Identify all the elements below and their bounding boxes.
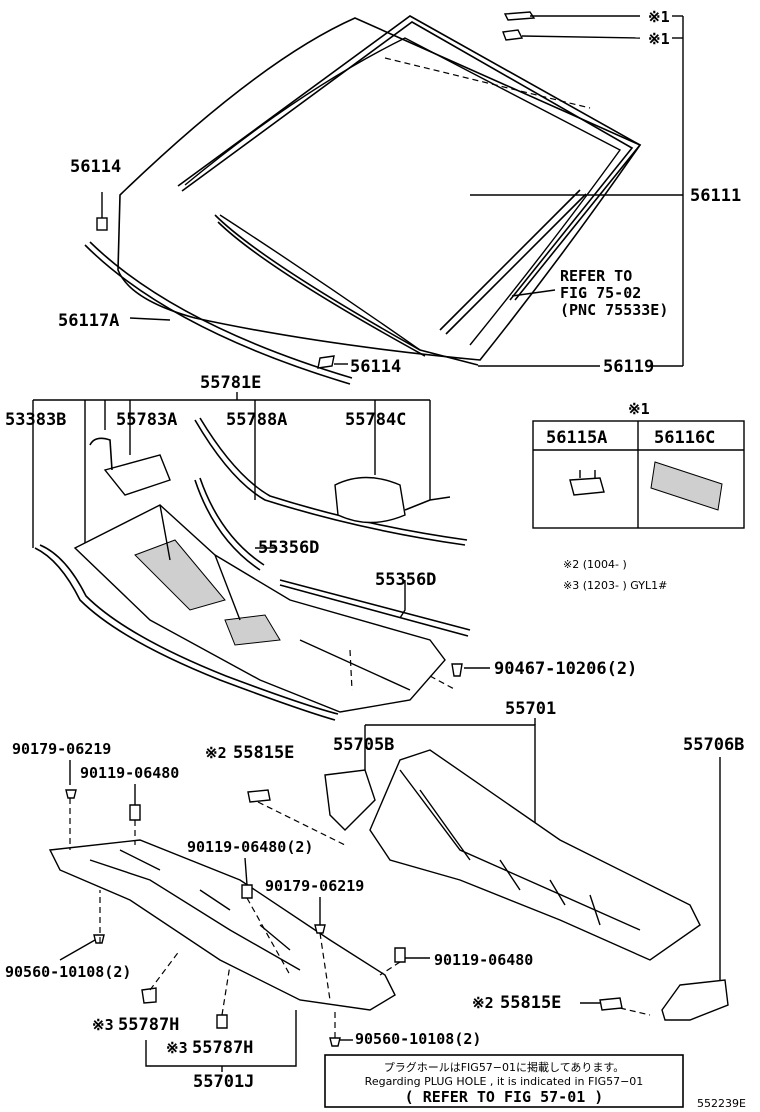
lower-leaders <box>59 760 651 1072</box>
note3-55787H-a: ※3 <box>92 1016 114 1034</box>
label-55705B: 55705B <box>333 735 394 755</box>
note-mark-top-b: ※1 <box>648 30 670 48</box>
label-55784C: 55784C <box>345 410 406 430</box>
label-56111: 56111 <box>690 186 741 206</box>
table-note-mark: ※1 <box>628 400 650 418</box>
label-55783A: 55783A <box>116 410 177 430</box>
label-55787H-b: 55787H <box>192 1038 253 1058</box>
label-55788A: 55788A <box>226 410 287 430</box>
note2-55815E-a: ※2 <box>205 744 227 762</box>
label-90119-b: 90119-06480(2) <box>187 838 313 856</box>
label-53383B: 53383B <box>5 410 66 430</box>
label-55356D-a: 55356D <box>258 538 319 558</box>
label-55701: 55701 <box>505 699 556 719</box>
label-56119: 56119 <box>603 357 654 377</box>
label-55787H-a: 55787H <box>118 1015 179 1035</box>
refer-line-2: FIG 75-02 <box>560 284 641 302</box>
plug-hole-note: プラグホールはFIG57−01に掲載してあります。 Regarding PLUG… <box>324 1054 684 1108</box>
table-col-56115A: 56115A <box>546 428 607 448</box>
label-90179-a: 90179-06219 <box>12 740 111 758</box>
label-55356D-b: 55356D <box>375 570 436 590</box>
cowl-lower-panels <box>48 749 729 1047</box>
label-90560-a: 90560-10108(2) <box>5 963 131 981</box>
label-56117A: 56117A <box>58 311 119 331</box>
label-55815E-b: 55815E <box>500 993 561 1013</box>
label-56114-b: 56114 <box>350 357 401 377</box>
label-55706B: 55706B <box>683 735 744 755</box>
footnote-3: ※3 (1203- ) GYL1# <box>563 579 667 592</box>
note2-55815E-b: ※2 <box>472 994 494 1012</box>
plug-note-en: Regarding PLUG HOLE , it is indicated in… <box>365 1075 644 1088</box>
note3-55787H-b: ※3 <box>166 1039 188 1057</box>
cowl-leaders <box>255 547 490 691</box>
group-bracket-55701 <box>364 718 536 860</box>
refer-line-3: (PNC 75533E) <box>560 301 668 319</box>
label-90467: 90467-10206(2) <box>494 659 637 679</box>
note-mark-top-a: ※1 <box>648 8 670 26</box>
accessory-table <box>532 420 745 529</box>
table-col-56116C: 56116C <box>654 428 715 448</box>
footnote-2: ※2 (1004- ) <box>563 558 627 571</box>
label-90179-b: 90179-06219 <box>265 877 364 895</box>
cowl-top-panel <box>34 417 471 721</box>
label-90119-c: 90119-06480 <box>434 951 533 969</box>
group-bracket-55781E <box>32 392 431 548</box>
label-56114-a: 56114 <box>70 157 121 177</box>
windshield-leaders <box>129 15 684 367</box>
diagram-ref-code: 552239E <box>697 1097 746 1110</box>
label-55701J: 55701J <box>193 1072 254 1092</box>
plug-note-ref: ( REFER TO FIG 57-01 ) <box>405 1088 604 1106</box>
label-90119-a: 90119-06480 <box>80 764 179 782</box>
windshield-glass <box>84 11 642 385</box>
label-90560-b: 90560-10108(2) <box>355 1030 481 1048</box>
label-55781E: 55781E <box>200 373 261 393</box>
refer-line-1: REFER TO <box>560 267 632 285</box>
plug-note-jp: プラグホールはFIG57−01に掲載してあります。 <box>384 1060 625 1074</box>
label-55815E-a: 55815E <box>233 743 294 763</box>
